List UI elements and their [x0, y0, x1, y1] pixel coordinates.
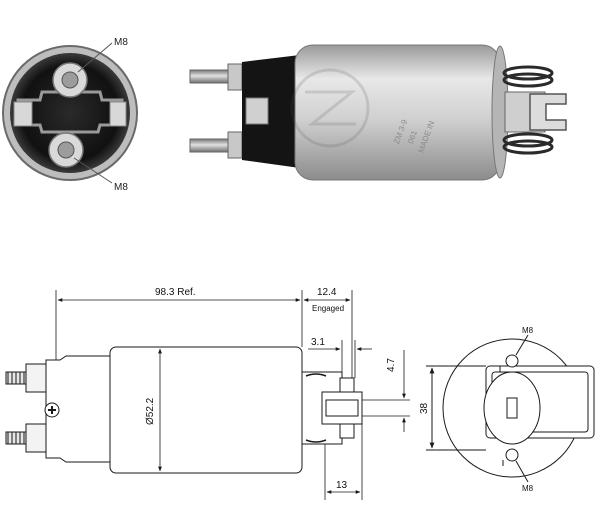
dim-plunger-length: 13 [336, 480, 348, 491]
bottom-stud-leader [73, 157, 113, 184]
photo-end-view: M8 M8 [2, 37, 138, 193]
dim-engaged-note: Engaged [312, 304, 344, 313]
dwg-body [109, 346, 303, 474]
terminal-tab-left [13, 101, 33, 127]
dwg-end-bottom-leader [515, 460, 529, 483]
dim-slot-width: 4.7 [386, 358, 397, 372]
dwg-stud-top-thread [7, 372, 25, 384]
top-stud-label: M8 [114, 37, 128, 48]
dwg-end-stud-top [505, 354, 519, 368]
dwg-plunger-spring [305, 373, 327, 443]
terminal-tab-right [109, 101, 127, 127]
bottom-stud [57, 141, 75, 159]
drawing-side-elevation [5, 346, 363, 474]
side-black-cap [242, 55, 300, 168]
svg-text:061: 061 [406, 129, 419, 145]
dim-plunger-offset: 3.1 [311, 337, 325, 348]
top-stud [61, 71, 79, 89]
dwg-end-stud-bottom [505, 448, 519, 462]
dwg-plus-symbol-cross [48, 406, 56, 414]
dwg-end-slot [506, 397, 518, 419]
dwg-stud-bottom-thread [7, 432, 25, 444]
dwg-plunger-slot [325, 399, 359, 417]
plunger-clevis [529, 93, 567, 131]
dwg-end-top-stud-label: M8 [522, 326, 534, 335]
side-nut-bottom [227, 131, 243, 159]
dim-body-diameter: Ø52.2 [145, 397, 156, 425]
dim-end-height: 38 [419, 402, 430, 414]
dwg-end-top-leader [515, 334, 529, 356]
drawing-end-view [426, 334, 595, 483]
bottom-stud-label: M8 [114, 182, 128, 193]
dimensions-side [55, 290, 410, 500]
zm-watermark-logo [290, 68, 370, 148]
end-cap-face [10, 53, 130, 173]
dwg-stud-bottom [5, 431, 29, 445]
side-nut-top [227, 63, 243, 91]
dwg-end-bottom-stud-label: M8 [522, 484, 534, 493]
dwg-nut-bottom [25, 423, 47, 453]
dwg-stud-top [5, 371, 29, 385]
dim-overall-length: 98.3 Ref. [155, 287, 196, 298]
dim-engaged-travel: 12.4 [317, 287, 337, 298]
photo-side-view: ZM 3-9 061 MADE IN [189, 44, 567, 181]
top-stud-leader [77, 42, 113, 73]
dwg-nut-top [25, 363, 47, 393]
return-spring [502, 65, 554, 155]
side-terminal-tab [245, 97, 269, 125]
